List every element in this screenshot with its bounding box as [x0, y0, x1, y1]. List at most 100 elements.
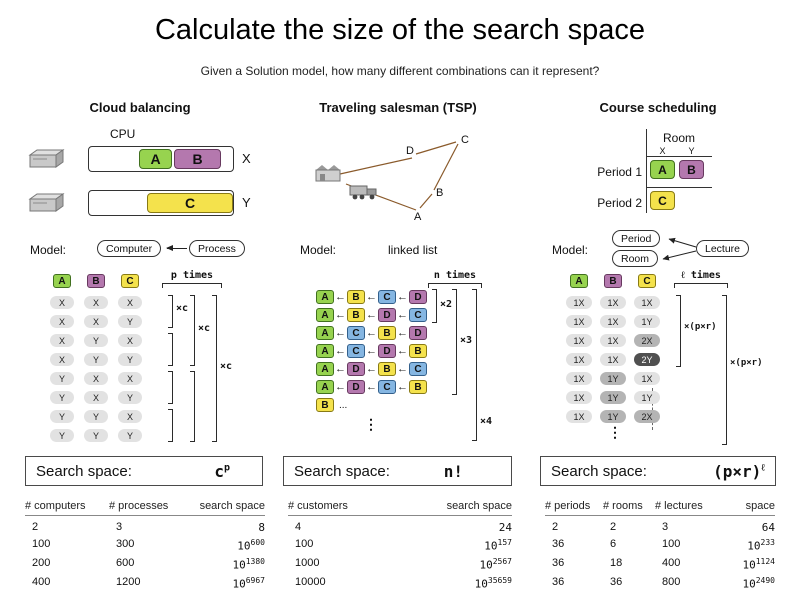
- combo-cell: 1X: [634, 372, 660, 385]
- model-label: Model:: [552, 243, 589, 257]
- model-arrows: [662, 237, 697, 261]
- multiplier-label: ×c: [220, 361, 233, 372]
- search-space-box: Search space: n!: [283, 456, 512, 486]
- bracket: [190, 371, 195, 442]
- chip-a: A: [650, 160, 675, 179]
- table-cell: 36: [552, 538, 565, 550]
- room-col-x: X: [659, 146, 666, 156]
- table-cell-search-space: 1035659: [474, 576, 512, 591]
- combo-cell: X: [50, 334, 74, 347]
- room-table-line: [646, 156, 712, 157]
- chip-b: B: [316, 398, 334, 412]
- chip-d: D: [347, 380, 365, 394]
- combo-cell: X: [84, 296, 108, 309]
- chip-d: D: [347, 362, 365, 376]
- table-cell: 300: [116, 538, 135, 550]
- combo-cell: Y: [50, 372, 74, 385]
- combo-cell: Y: [50, 391, 74, 404]
- model-box-lecture: Lecture: [696, 240, 750, 257]
- chip-c: C: [409, 308, 427, 322]
- table-cell: 36: [552, 576, 565, 589]
- multiplier-label: ×(p×r): [684, 322, 717, 332]
- server-icon: [28, 149, 65, 168]
- search-space-formula: (p×r)ℓ: [713, 461, 765, 481]
- bracket: [168, 295, 173, 328]
- chip-a: A: [316, 308, 334, 322]
- chip-d: D: [378, 344, 396, 358]
- table-header: search space: [199, 500, 265, 512]
- combo-cell: 1X: [566, 315, 592, 328]
- combo-cell: Y: [50, 429, 74, 442]
- chip-a: A: [139, 148, 172, 169]
- left-arrow-icon: ←: [397, 380, 408, 393]
- combo-cell: X: [118, 296, 142, 309]
- cloud-column-header: Cloud balancing: [89, 100, 191, 115]
- left-arrow-icon: ←: [335, 380, 346, 393]
- table-cell: 100: [662, 538, 681, 550]
- chain-row: A←B←D←C: [316, 308, 427, 322]
- combo-cell: 1X: [566, 391, 592, 404]
- period-label: Period 1: [597, 165, 642, 179]
- left-arrow-icon: ←: [335, 362, 346, 375]
- bracket: [190, 295, 195, 366]
- chip-c: C: [409, 362, 427, 376]
- tsp-column-header: Traveling salesman (TSP): [319, 100, 477, 115]
- multiplier-label: ×c: [176, 303, 189, 314]
- search-space-box: Search space: (p×r)ℓ: [540, 456, 776, 486]
- table-header: # computers: [25, 500, 86, 512]
- course-column-header: Course scheduling: [599, 100, 717, 115]
- combo-cell: Y: [118, 315, 142, 328]
- table-cell: 10000: [295, 576, 326, 589]
- left-arrow-icon: [166, 245, 187, 251]
- left-arrow-icon: ←: [335, 308, 346, 321]
- chip-c: C: [147, 192, 233, 213]
- bracket: [452, 289, 457, 395]
- model-box-computer: Computer: [97, 240, 162, 257]
- combo-cell: X: [84, 372, 108, 385]
- table-cell: 800: [662, 576, 681, 589]
- bracket: [168, 333, 173, 366]
- table-cell: 100: [295, 538, 314, 550]
- combo-cell: 1Y: [600, 391, 626, 404]
- chain-row: A←C←B←D: [316, 326, 427, 340]
- table-cell-search-space: 10157: [484, 538, 512, 553]
- left-arrow-icon: ←: [366, 380, 377, 393]
- cpu-label: CPU: [110, 127, 136, 141]
- bracket: [428, 283, 482, 288]
- bracket: [168, 409, 173, 442]
- table-header: # lectures: [655, 500, 703, 512]
- chip-c: C: [638, 274, 656, 288]
- chip-b: B: [378, 326, 396, 340]
- combo-cell: Y: [84, 353, 108, 366]
- svg-text:A: A: [414, 211, 422, 223]
- ellipsis-label: ...: [339, 399, 348, 411]
- n-times-label: n times: [433, 270, 477, 281]
- machine-bar: C: [88, 190, 234, 216]
- model-value: linked list: [388, 243, 438, 257]
- table-cell: 3: [662, 520, 669, 533]
- chip-a: A: [570, 274, 588, 288]
- combo-header-cell: A: [566, 274, 592, 288]
- table-cell: 18: [610, 557, 623, 570]
- bracket: [168, 371, 173, 404]
- table-cell: 100: [32, 538, 51, 550]
- left-arrow-icon: ←: [335, 344, 346, 357]
- vertical-ellipsis: ⋮: [608, 424, 622, 440]
- left-arrow-icon: ←: [397, 362, 408, 375]
- l-times-label: ℓ times: [681, 270, 721, 281]
